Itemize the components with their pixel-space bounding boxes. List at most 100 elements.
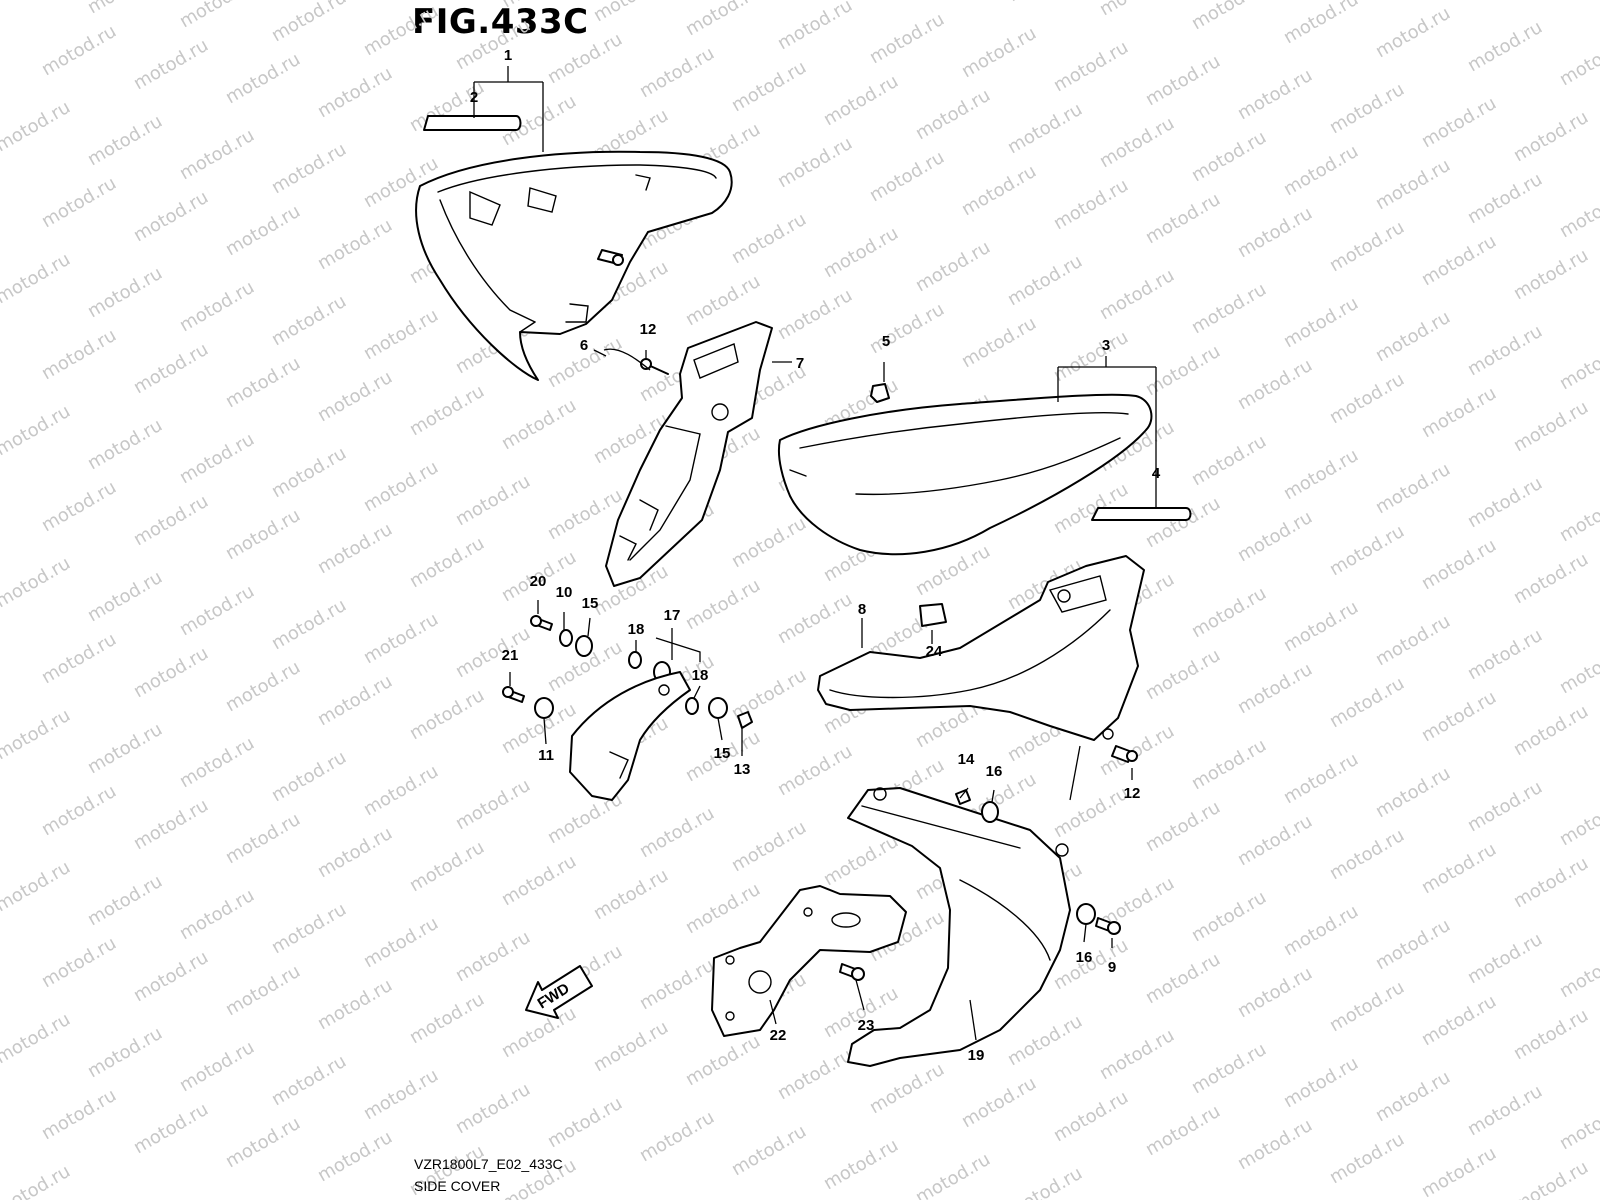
watermark-text: motod.ru	[176, 581, 258, 640]
part-23-bolt	[839, 963, 865, 981]
watermark-text: motod.ru	[1280, 445, 1362, 504]
watermark-text: motod.ru	[498, 395, 580, 454]
watermark-text: motod.ru	[176, 885, 258, 944]
watermark-text: motod.ru	[1510, 1005, 1592, 1064]
watermark-text: motod.ru	[544, 1093, 626, 1152]
watermark-text: motod.ru	[728, 209, 810, 268]
watermark-text: motod.ru	[1556, 335, 1600, 394]
watermark-text: motod.ru	[866, 147, 948, 206]
watermark-text: motod.ru	[1050, 783, 1132, 842]
part-15-collar-lower	[708, 697, 728, 719]
watermark-text: motod.ru	[1510, 853, 1592, 912]
watermark-text: motod.ru	[590, 865, 672, 924]
watermark-text: motod.ru	[1372, 1067, 1454, 1126]
watermark-text: motod.ru	[268, 443, 350, 502]
part-14-nut	[955, 789, 971, 805]
callout-20: 20	[530, 573, 547, 590]
watermark-text: motod.ru	[1464, 929, 1546, 988]
watermark-text: motod.ru	[84, 871, 166, 930]
watermark-text: motod.ru	[1004, 99, 1086, 158]
watermark-text: motod.ru	[1372, 611, 1454, 670]
watermark-text: motod.ru	[314, 63, 396, 122]
watermark-text: motod.ru	[1096, 265, 1178, 324]
callout-16-upper: 16	[986, 763, 1003, 780]
part-15-collar-upper	[575, 635, 593, 657]
watermark-text: motod.ru	[1234, 507, 1316, 566]
callout-15-lower: 15	[714, 745, 731, 762]
callout-15-upper: 15	[582, 595, 599, 612]
watermark-text: motod.ru	[1418, 991, 1500, 1050]
watermark-text: motod.ru	[1556, 943, 1600, 1002]
watermark-text: motod.ru	[268, 0, 350, 46]
callout-4: 4	[1152, 465, 1161, 482]
watermark-text: motod.ru	[820, 223, 902, 282]
watermark-text: motod.ru	[222, 201, 304, 260]
watermark-text: motod.ru	[38, 629, 120, 688]
watermark-text: motod.ru	[1280, 749, 1362, 808]
watermark-text: motod.ru	[360, 761, 442, 820]
watermark-text: motod.ru	[1280, 1053, 1362, 1112]
watermark-text: motod.ru	[360, 1, 442, 60]
leader-lines	[473, 66, 1157, 1041]
watermark-text: motod.ru	[84, 111, 166, 170]
watermark-text: motod.ru	[1234, 1115, 1316, 1174]
watermark-text: motod.ru	[38, 933, 120, 992]
watermark-text: motod.ru	[1464, 169, 1546, 228]
watermark-text: motod.ru	[130, 187, 212, 246]
watermark-text: motod.ru	[222, 809, 304, 868]
watermark-text: motod.ru	[1004, 0, 1086, 6]
watermark-text: motod.ru	[820, 1135, 902, 1194]
watermark-text: motod.ru	[1096, 1025, 1178, 1084]
part-8-side-cover	[817, 555, 1145, 741]
watermark-text: motod.ru	[1464, 473, 1546, 532]
watermark-text: motod.ru	[866, 9, 948, 68]
callout-9: 9	[1108, 959, 1116, 976]
watermark-text: motod.ru	[958, 23, 1040, 82]
callout-13: 13	[734, 761, 751, 778]
callout-19: 19	[968, 1047, 985, 1064]
watermark-text: motod.ru	[912, 237, 994, 296]
watermark-text: motod.ru	[1188, 431, 1270, 490]
watermark-text: motod.ru	[268, 139, 350, 198]
watermark-text: motod.ru	[176, 277, 258, 336]
watermark-text: motod.ru	[1418, 1143, 1500, 1200]
watermark-text: motod.ru	[268, 1051, 350, 1110]
watermark-text: motod.ru	[314, 823, 396, 882]
watermark-text: motod.ru	[1556, 31, 1600, 90]
watermark-text: motod.ru	[774, 133, 856, 192]
watermark-text: motod.ru	[1142, 949, 1224, 1008]
watermark-text: motod.ru	[1372, 459, 1454, 518]
watermark-text: motod.ru	[1326, 673, 1408, 732]
watermark-text: motod.ru	[1326, 825, 1408, 884]
watermark-text: motod.ru	[38, 1085, 120, 1144]
watermark-text: motod.ru	[1464, 1081, 1546, 1140]
watermark-text: motod.ru	[774, 1045, 856, 1104]
watermark-text: motod.ru	[314, 519, 396, 578]
part-9-bolt	[1095, 917, 1121, 935]
watermark-text: motod.ru	[1142, 645, 1224, 704]
watermark-text: motod.ru	[1326, 369, 1408, 428]
watermark-text: motod.ru	[728, 57, 810, 116]
watermark-text: motod.ru	[360, 609, 442, 668]
watermark-text: motod.ru	[1418, 839, 1500, 898]
watermark-text: motod.ru	[820, 831, 902, 890]
watermark-text: motod.ru	[1096, 721, 1178, 780]
watermark-text: motod.ru	[1188, 735, 1270, 794]
watermark-text: motod.ru	[0, 401, 74, 460]
watermark-text: motod.ru	[498, 851, 580, 910]
watermark-text: motod.ru	[774, 285, 856, 344]
part-5-grommet	[870, 383, 890, 403]
watermark-text: motod.ru	[958, 161, 1040, 220]
watermark-text: motod.ru	[406, 685, 488, 744]
watermark-text: motod.ru	[176, 1037, 258, 1096]
watermark-text: motod.ru	[1142, 189, 1224, 248]
watermark-text: motod.ru	[636, 1107, 718, 1166]
watermark-text: motod.ru	[866, 1059, 948, 1118]
watermark-text: motod.ru	[1510, 701, 1592, 760]
callout-8: 8	[858, 601, 866, 618]
watermark-text: motod.ru	[222, 49, 304, 108]
watermark-text: motod.ru	[130, 1099, 212, 1158]
watermark-text: motod.ru	[176, 733, 258, 792]
watermark-text: motod.ru	[452, 927, 534, 986]
figure-caption: SIDE COVER	[414, 1178, 501, 1194]
